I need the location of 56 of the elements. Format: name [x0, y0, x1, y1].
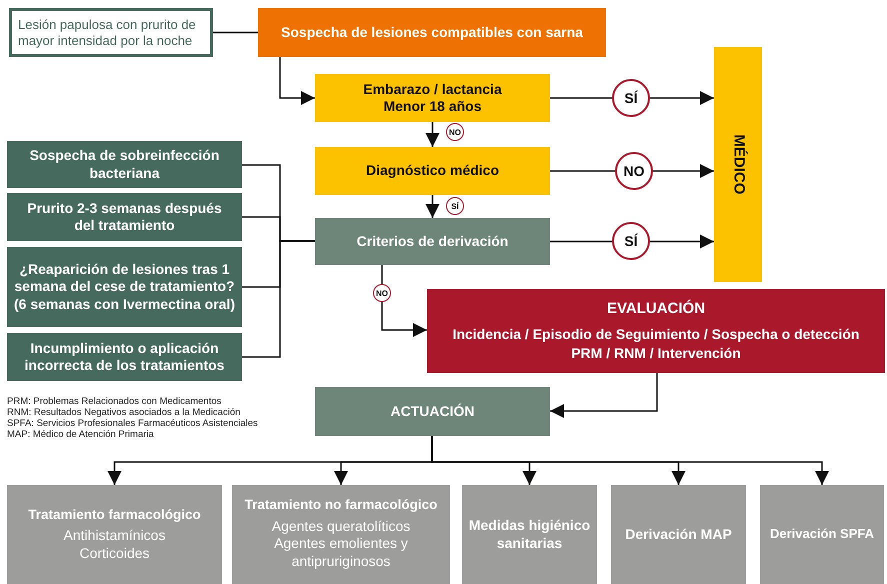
- arrow: [426, 122, 440, 147]
- box-title: Lesión papulosa con prurito de mayor intensidad por la noche: [18, 16, 197, 48]
- criterion-box: [7, 141, 242, 188]
- box-title: ¿Reaparición de lesiones tras 1 semana del cese de tratamiento? (6 semanas con Ivermectina oral): [13, 260, 236, 314]
- edge-label: NO: [615, 152, 653, 190]
- decision-box: [315, 147, 550, 195]
- arrow: [381, 265, 427, 337]
- action-box: [611, 485, 746, 584]
- connector-line: [242, 240, 315, 358]
- abbreviation-note: SPFA: Servicios Profesionales Farmacéuticos Asistenciales: [7, 418, 258, 429]
- note-box: [9, 8, 213, 57]
- criterion-box: [7, 193, 242, 241]
- action-box: [232, 485, 450, 584]
- box-text: Antihistamínicos Corticoides: [62, 527, 166, 562]
- box-title: Medidas higiénico sanitarias: [468, 517, 591, 552]
- abbreviation-note: RNM: Resultados Negativos asociados a la Medicación: [7, 407, 240, 418]
- box-title: Embarazo / lactancia Menor 18 años: [362, 80, 503, 116]
- abbreviation-note: MAP: Médico de Atención Primaria: [7, 429, 154, 440]
- box-title: Derivación SPFA: [770, 526, 874, 543]
- box-title: Tratamiento no farmacológico: [244, 497, 438, 514]
- box-title: Criterios de derivación: [356, 232, 508, 250]
- box-title: ACTUACIÓN: [390, 402, 474, 420]
- arrow: [431, 436, 829, 485]
- box-title: Diagnóstico médico: [366, 162, 500, 180]
- box-title: Incumplimiento o aplicación incorrecta de los tratamientos: [24, 340, 226, 374]
- abbreviation-note: PRM: Problemas Relacionados con Medicamentos: [7, 396, 222, 407]
- criterion-box: [7, 247, 242, 327]
- arrow: [426, 195, 440, 218]
- box-title: Tratamiento farmacológico: [28, 506, 201, 524]
- edge-label: SÍ: [446, 197, 464, 215]
- box-text: Agentes queratolíticos Agentes emolientes y antipruriginosos: [270, 518, 412, 570]
- decision-box: [315, 74, 550, 122]
- box-title: Prurito 2-3 semanas después del tratamiento: [26, 200, 223, 234]
- box-title: Sospecha de sobreinfección bacteriana: [28, 147, 220, 182]
- outcome-bar: [714, 47, 762, 282]
- action-box: [7, 485, 222, 584]
- arrow: [550, 373, 658, 418]
- evaluation-box: [427, 289, 885, 373]
- process-box: [258, 8, 606, 57]
- box-title: MÉDICO: [729, 134, 748, 194]
- arrow: [279, 57, 315, 105]
- process-box: [315, 387, 550, 436]
- box-text: PRM / RNM / Intervención: [571, 344, 741, 362]
- edge-label: NO: [446, 123, 464, 141]
- process-box: [315, 218, 550, 265]
- edge-label: NO: [373, 284, 391, 302]
- edge-label: SÍ: [612, 222, 650, 260]
- box-title: Sospecha de lesiones compatibles con sarna: [281, 24, 583, 42]
- edge-label: SÍ: [612, 79, 650, 117]
- action-box: [760, 485, 884, 584]
- criterion-box: [7, 333, 242, 381]
- box-title: Derivación MAP: [625, 526, 732, 544]
- box-title: EVALUACIÓN: [606, 300, 706, 318]
- action-box: [462, 485, 597, 584]
- box-text: Incidencia / Episodio de Seguimiento / Sospecha o detección: [452, 326, 860, 344]
- connector-line: [213, 32, 258, 34]
